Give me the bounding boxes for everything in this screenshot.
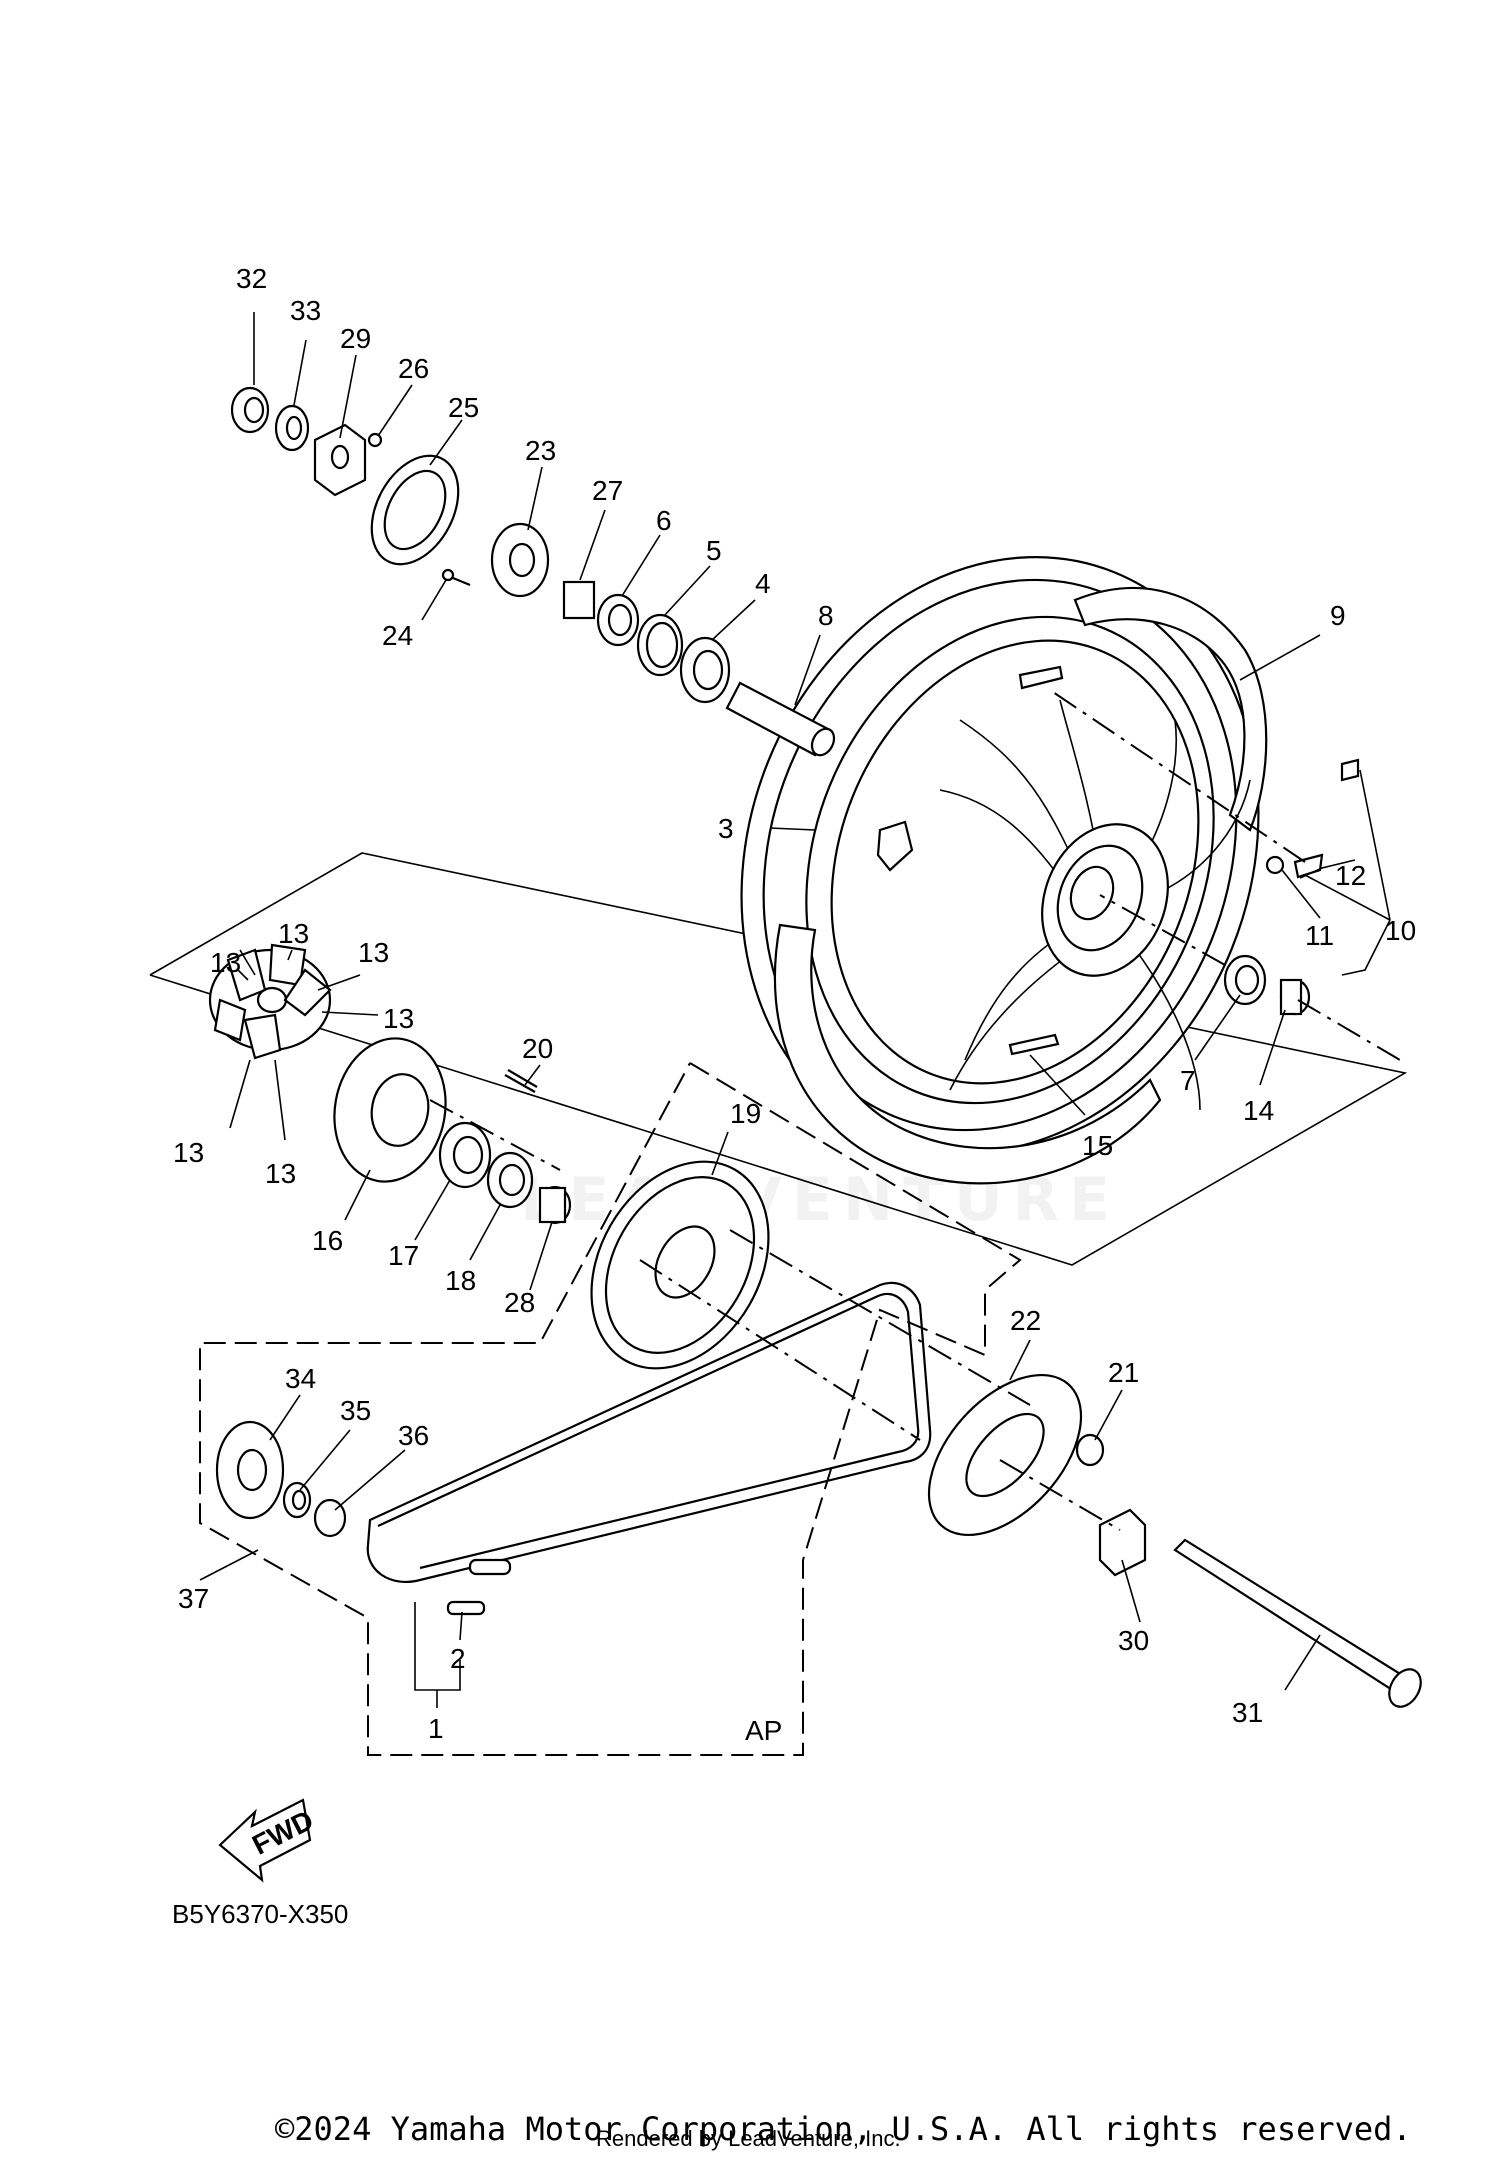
brake-disc-22 <box>927 1373 1083 1537</box>
valve-cap-10 <box>1340 758 1360 782</box>
callout-27: 27 <box>592 475 623 506</box>
oil-seal-18 <box>486 1151 534 1209</box>
callout-13-bottom: 13 <box>265 1158 296 1189</box>
callout-2: 2 <box>450 1643 466 1674</box>
hub-assembly-frame <box>149 852 1408 1266</box>
copyright-notice: ©2024 Yamaha Motor Corporation, U.S.A. A… <box>275 2110 1412 2148</box>
valve-11 <box>1265 853 1324 879</box>
bolt-26 <box>367 432 383 448</box>
sensor-rotor-25 <box>370 454 460 566</box>
callout-11: 11 <box>1305 920 1334 951</box>
callout-15: 15 <box>1082 1130 1113 1161</box>
callout-13-right: 13 <box>383 1003 414 1034</box>
callout-6: 6 <box>656 505 672 536</box>
nut-32 <box>230 386 270 434</box>
callout-20: 20 <box>522 1033 553 1064</box>
lock-washer-35 <box>282 1481 312 1519</box>
callout-30: 30 <box>1118 1625 1149 1656</box>
callout-18: 18 <box>445 1265 476 1296</box>
stud-bolt-20 <box>504 1069 538 1093</box>
oil-seal-6 <box>596 593 640 647</box>
callout-14: 14 <box>1243 1095 1274 1126</box>
callout-19: 19 <box>730 1098 761 1129</box>
callout-13-top: 13 <box>278 918 309 949</box>
callout-5: 5 <box>706 535 722 566</box>
spacer-8 <box>725 681 836 757</box>
callout-13-left: 13 <box>210 947 241 978</box>
ap-assembly-box <box>199 1062 1022 1756</box>
nut-36 <box>313 1498 347 1538</box>
washer-33 <box>274 404 310 452</box>
chain-puller-30 <box>1098 1508 1147 1577</box>
callout-37: 37 <box>178 1583 209 1614</box>
callout-1: 1 <box>428 1713 444 1744</box>
callout-13-upper-right: 13 <box>358 937 389 968</box>
rear-sprocket-19 <box>590 1160 770 1370</box>
callout-7: 7 <box>1180 1065 1196 1096</box>
callout-10: 10 <box>1385 915 1416 946</box>
callout-24: 24 <box>382 620 413 651</box>
rendered-by-credit: Rendered by LeadVenture, Inc. <box>596 2126 901 2151</box>
callout-3: 3 <box>718 813 734 844</box>
chain-joint-2 <box>446 1600 486 1616</box>
bearing-17 <box>438 1121 492 1189</box>
clutch-hub-16 <box>333 1037 447 1183</box>
diagram-code: B5Y6370-X350 <box>172 1899 348 1929</box>
callout-21: 21 <box>1108 1357 1139 1388</box>
callout-12: 12 <box>1335 860 1366 891</box>
callout-36: 36 <box>398 1420 429 1451</box>
rear-wheel <box>740 556 1268 1185</box>
wheel-axle-31 <box>1173 1538 1422 1708</box>
callout-23: 23 <box>525 435 556 466</box>
bolt-24 <box>441 568 471 587</box>
callout-9: 9 <box>1330 600 1346 631</box>
callout-22: 22 <box>1010 1305 1041 1336</box>
callout-29: 29 <box>340 323 371 354</box>
callout-4: 4 <box>755 568 771 599</box>
collar-14 <box>1279 978 1311 1016</box>
callout-28: 28 <box>504 1287 535 1318</box>
callout-35: 35 <box>340 1395 371 1426</box>
callout-33: 33 <box>290 295 321 326</box>
drive-chain-1 <box>366 1281 932 1583</box>
bearing-4 <box>679 636 731 704</box>
collar-27 <box>562 580 596 620</box>
fwd-arrow-icon: FWD <box>218 1798 318 1883</box>
circlip-5 <box>636 613 684 677</box>
callout-16: 16 <box>312 1225 343 1256</box>
leader-lines <box>199 312 1401 1708</box>
callout-8: 8 <box>818 600 834 631</box>
damper-set-13 <box>208 943 332 1060</box>
callout-26: 26 <box>398 353 429 384</box>
rotor-hub-23 <box>490 522 550 598</box>
chain-puller-29 <box>313 423 367 497</box>
nut-21 <box>1075 1433 1105 1467</box>
callout-32: 32 <box>236 263 267 294</box>
callout-labels: 32 33 29 26 25 23 24 27 6 5 4 8 9 3 12 1… <box>172 263 1416 1929</box>
ap-label: AP <box>745 1715 782 1746</box>
callout-25: 25 <box>448 392 479 423</box>
callout-31: 31 <box>1232 1697 1263 1728</box>
callout-34: 34 <box>285 1363 316 1394</box>
collar-28 <box>538 1185 572 1225</box>
drive-sprocket-34 <box>215 1420 285 1520</box>
bearing-7 <box>1223 954 1267 1006</box>
callout-17: 17 <box>388 1240 419 1271</box>
callout-13-bottom-left: 13 <box>173 1137 204 1168</box>
